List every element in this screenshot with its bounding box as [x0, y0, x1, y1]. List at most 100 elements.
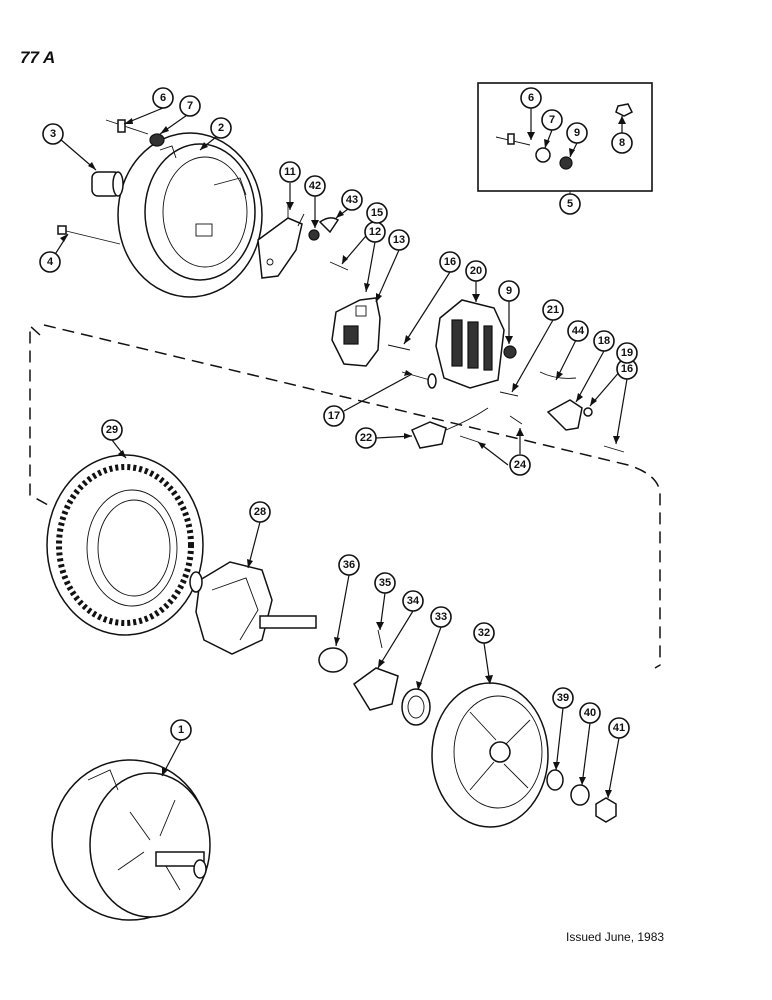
svg-text:39: 39 — [557, 692, 569, 704]
callout-5: 5 — [559, 193, 581, 215]
svg-text:36: 36 — [343, 559, 355, 571]
part-21-screw — [499, 391, 519, 397]
part-40-washer — [570, 784, 590, 806]
svg-text:7: 7 — [549, 114, 555, 126]
inset-part-7-nut — [535, 147, 551, 163]
svg-text:24: 24 — [514, 459, 527, 471]
callout-40: 40 — [579, 702, 601, 724]
callout-24: 24 — [509, 454, 531, 476]
svg-text:44: 44 — [572, 325, 585, 337]
svg-text:21: 21 — [547, 304, 559, 316]
svg-text:12: 12 — [369, 226, 381, 238]
svg-text:22: 22 — [360, 432, 372, 444]
svg-text:6: 6 — [160, 92, 166, 104]
svg-text:6: 6 — [528, 92, 534, 104]
part-35-screw — [377, 629, 383, 649]
svg-text:29: 29 — [106, 424, 118, 436]
callout-44: 44 — [567, 320, 589, 342]
part-24-screw-a — [459, 435, 479, 443]
callout-15: 15 — [366, 202, 388, 224]
callout-21: 21 — [542, 299, 564, 321]
callout-4: 4 — [39, 251, 61, 273]
callout-34: 34 — [402, 590, 424, 612]
svg-text:9: 9 — [506, 285, 512, 297]
callout-8: 8 — [611, 132, 633, 154]
svg-text:1: 1 — [178, 724, 184, 736]
page-number: 77 A — [20, 48, 56, 67]
callout-9-inset: 9 — [566, 122, 588, 144]
callout-7-inset: 7 — [541, 109, 563, 131]
part-12-brush-holder — [331, 297, 381, 367]
callout-32: 32 — [473, 622, 495, 644]
part-16-screw — [387, 344, 411, 351]
part-2-rear-housing — [117, 132, 263, 298]
svg-text:13: 13 — [393, 234, 405, 246]
svg-text:5: 5 — [567, 198, 573, 210]
part-11-bracket — [257, 205, 305, 279]
part-15-screw — [329, 261, 349, 271]
part-1-alternator-assembly — [51, 759, 211, 921]
part-41-nut — [595, 797, 617, 823]
svg-text:32: 32 — [478, 627, 490, 639]
callout-28: 28 — [249, 501, 271, 523]
part-24-screw-b — [509, 415, 523, 425]
callout-3: 3 — [42, 123, 64, 145]
svg-text:18: 18 — [598, 335, 610, 347]
part-16b-screw — [603, 445, 625, 453]
part-32-drive-end-frame — [431, 682, 549, 828]
callout-33: 33 — [430, 606, 452, 628]
svg-text:19: 19 — [621, 347, 633, 359]
callout-22: 22 — [355, 427, 377, 449]
part-28-rotor — [189, 561, 317, 655]
part-42-washer — [308, 229, 320, 241]
kit-inset-box — [477, 82, 653, 192]
svg-text:35: 35 — [379, 577, 391, 589]
callout-9: 9 — [498, 280, 520, 302]
callout-19: 19 — [616, 342, 638, 364]
svg-text:2: 2 — [218, 122, 224, 134]
svg-text:40: 40 — [584, 707, 596, 719]
callout-1: 1 — [170, 719, 192, 741]
issued-date: Issued June, 1983 — [566, 930, 665, 944]
svg-text:7: 7 — [187, 100, 193, 112]
part-20-rectifier — [435, 299, 505, 389]
dashed-group-line — [29, 324, 661, 669]
svg-text:8: 8 — [619, 137, 625, 149]
part-4-bolt — [57, 225, 121, 245]
part-33-bearing — [401, 688, 431, 726]
inset-part-9-nut — [559, 156, 573, 170]
callout-7: 7 — [179, 95, 201, 117]
svg-text:42: 42 — [309, 180, 321, 192]
callout-20: 20 — [465, 260, 487, 282]
callout-2: 2 — [210, 117, 232, 139]
part-9-nut — [503, 345, 517, 359]
callout-13: 13 — [388, 229, 410, 251]
part-36-bearing — [318, 647, 348, 673]
callout-18: 18 — [593, 330, 615, 352]
svg-text:28: 28 — [254, 506, 266, 518]
svg-text:16: 16 — [444, 256, 456, 268]
part-39-spacer — [546, 769, 564, 791]
callout-35: 35 — [374, 572, 396, 594]
callout-6: 6 — [152, 87, 174, 109]
callout-6-inset: 6 — [520, 87, 542, 109]
svg-text:41: 41 — [613, 722, 625, 734]
part-7-nut — [149, 133, 165, 147]
svg-text:4: 4 — [47, 256, 54, 268]
part-18-terminal — [546, 399, 583, 431]
callout-11: 11 — [279, 161, 301, 183]
svg-text:34: 34 — [407, 595, 420, 607]
callout-16: 16 — [439, 251, 461, 273]
callout-12: 12 — [364, 221, 386, 243]
svg-text:17: 17 — [328, 410, 340, 422]
svg-text:33: 33 — [435, 611, 447, 623]
inset-part-6-screw — [495, 133, 531, 146]
callout-29: 29 — [101, 419, 123, 441]
part-6-screw — [105, 119, 149, 135]
callout-39: 39 — [552, 687, 574, 709]
part-34-retainer — [352, 667, 399, 711]
part-22-capacitor — [411, 407, 489, 449]
callout-17: 17 — [323, 405, 345, 427]
svg-text:15: 15 — [371, 207, 383, 219]
